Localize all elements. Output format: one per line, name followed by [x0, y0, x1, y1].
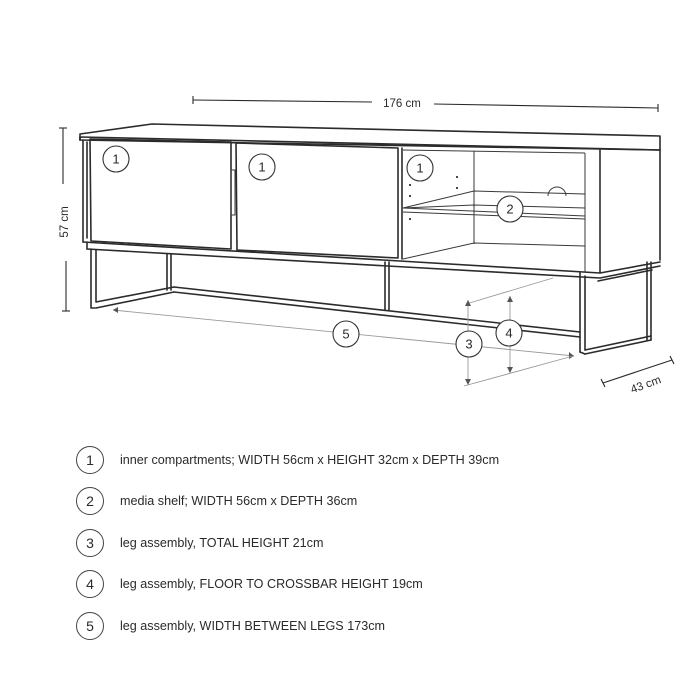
- callout-leg-crossbar-height: 4: [495, 319, 523, 347]
- height-label: 57 cm: [59, 206, 71, 237]
- door-middle: [235, 142, 399, 259]
- legend-number-badge: 4: [76, 570, 104, 599]
- svg-text:1: 1: [258, 160, 265, 175]
- cabinet: [79, 123, 661, 279]
- tv-stand-drawing: 176 cm 57 cm 43 cm: [59, 96, 675, 396]
- callout-door-left: 1: [102, 145, 130, 173]
- legend-number-badge: 3: [76, 528, 104, 557]
- callout-leg-total-height: 3: [455, 330, 483, 358]
- width-dimension: 176 cm: [192, 96, 659, 112]
- svg-text:4: 4: [505, 326, 512, 341]
- legend-item: 2 media shelf; WIDTH 56cm x DEPTH 36cm: [76, 481, 636, 523]
- width-label: 176 cm: [383, 98, 421, 110]
- door-left: [89, 138, 232, 250]
- legend-text: leg assembly, WIDTH BETWEEN LEGS 173cm: [120, 618, 385, 633]
- legend-text: media shelf; WIDTH 56cm x DEPTH 36cm: [120, 494, 358, 509]
- depth-label: 43 cm: [629, 374, 663, 396]
- legend-number-badge: 1: [76, 445, 104, 474]
- media-shelf: [402, 190, 586, 209]
- svg-text:1: 1: [112, 152, 119, 167]
- callout-door-middle: 1: [248, 153, 276, 181]
- callout-open-compartment: 1: [406, 154, 434, 182]
- depth-dimension: 43 cm: [600, 355, 675, 396]
- svg-text:5: 5: [342, 327, 349, 342]
- height-dimension: 57 cm: [59, 127, 71, 312]
- svg-text:3: 3: [465, 337, 472, 352]
- legend-item: 1 inner compartments; WIDTH 56cm x HEIGH…: [76, 439, 636, 481]
- legend-number-badge: 2: [76, 487, 104, 516]
- callout-media-shelf: 2: [496, 195, 524, 223]
- legend-number-badge: 5: [76, 611, 104, 640]
- legend-item: 4 leg assembly, FLOOR TO CROSSBAR HEIGHT…: [76, 564, 636, 606]
- legend: 1 inner compartments; WIDTH 56cm x HEIGH…: [76, 439, 636, 647]
- cable-hole: [547, 186, 567, 197]
- legend-item: 3 leg assembly, TOTAL HEIGHT 21cm: [76, 522, 636, 564]
- handle-left: [230, 169, 236, 216]
- open-compartment: [401, 147, 586, 272]
- legend-text: leg assembly, TOTAL HEIGHT 21cm: [120, 535, 324, 550]
- legend-text: leg assembly, FLOOR TO CROSSBAR HEIGHT 1…: [120, 577, 423, 592]
- legend-text: inner compartments; WIDTH 56cm x HEIGHT …: [120, 452, 500, 467]
- svg-text:1: 1: [416, 161, 423, 176]
- callout-leg-width: 5: [332, 320, 360, 348]
- svg-text:2: 2: [506, 202, 513, 217]
- legend-item: 5 leg assembly, WIDTH BETWEEN LEGS 173cm: [76, 605, 636, 647]
